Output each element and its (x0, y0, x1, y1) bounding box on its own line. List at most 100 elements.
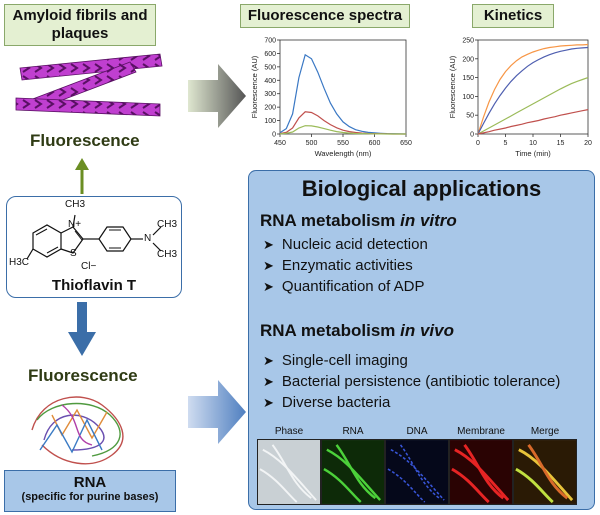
plot-frame (477, 39, 589, 135)
y-tick-label: 100 (264, 118, 276, 125)
kinetics-label: Kinetics (483, 7, 543, 24)
y-tick-label: 250 (462, 38, 474, 45)
y-tick-label: 150 (462, 75, 474, 82)
series-line-2 (477, 46, 589, 135)
series-line-1 (279, 53, 407, 135)
vivo-heading-text: RNA metabolism (260, 321, 396, 340)
micro-label-rna: RNA (342, 426, 364, 437)
arrow-to-spectra (188, 64, 246, 128)
vitro-item: ➤ Enzymatic activities (263, 257, 413, 274)
kinetics-label-box: Kinetics (472, 4, 554, 28)
plot-frame (279, 39, 407, 135)
arrowhead-icon: ➤ (263, 257, 274, 273)
vivo-heading-em: in vivo (400, 321, 454, 340)
series-line-3 (279, 125, 406, 135)
vitro-item-text: Enzymatic activities (281, 257, 413, 274)
arrowhead-icon: ➤ (263, 352, 274, 368)
y-tick-label: 200 (264, 105, 276, 112)
x-tick-label: 500 (306, 140, 318, 147)
spectra-label-box: Fluorescence spectra (240, 4, 410, 28)
arrow-to-bio (188, 380, 246, 444)
vitro-heading-em: in vitro (400, 211, 457, 230)
series-line-2 (279, 111, 406, 135)
y-tick-label: 200 (462, 56, 474, 63)
arrowhead-icon: ➤ (263, 236, 274, 252)
green-up-arrow (75, 158, 89, 194)
x-tick-label: 0 (476, 140, 480, 147)
vivo-item-text: Bacterial persistence (antibiotic tolera… (281, 373, 561, 390)
x-tick-label: 10 (529, 140, 537, 147)
series-line-4 (477, 109, 589, 135)
vivo-item: ➤ Bacterial persistence (antibiotic tole… (263, 373, 560, 390)
spectra-label: Fluorescence spectra (247, 7, 403, 24)
y-tick-label: 50 (466, 113, 474, 120)
y-tick-label: 100 (462, 94, 474, 101)
micro-image-merge (513, 439, 577, 505)
micro-image-membrane (449, 439, 513, 505)
label-ch3-r2: CH3 (157, 249, 178, 260)
label-h3c: H3C (9, 257, 30, 268)
series-line-1 (477, 43, 589, 135)
thioflavin-structure (26, 214, 162, 260)
rna-subtitle: (specific for purine bases) (21, 491, 159, 503)
arrowhead-icon: ➤ (263, 394, 274, 410)
micro-image-dna (385, 439, 449, 505)
label-cl: Cl− (81, 261, 97, 272)
micro-label-dna: DNA (406, 426, 428, 437)
x-axis-label: Wavelength (nm) (315, 149, 372, 158)
micro-label-merge: Merge (530, 426, 560, 437)
vitro-item: ➤ Nucleic acid detection (263, 236, 428, 253)
bio-panel: Biological applications RNA metabolism i… (248, 170, 595, 510)
fibril-1 (19, 53, 163, 81)
y-tick-label: 500 (264, 64, 276, 71)
vitro-item-text: Quantification of ADP (281, 278, 425, 295)
micro-label-phase: Phase (274, 426, 304, 437)
y-tick-label: 0 (272, 132, 276, 139)
label-n-plus: N+ (68, 219, 82, 230)
x-tick-label: 650 (400, 140, 412, 147)
x-tick-label: 450 (274, 140, 286, 147)
amyloid-label: Amyloid fibrils and plaques (12, 7, 148, 42)
thioflavin-box: CH3 N+ S H3C N CH3 CH3 Cl− Thioflavin T (6, 196, 182, 298)
label-n: N (144, 233, 152, 244)
vivo-item: ➤ Diverse bacteria (263, 394, 390, 411)
amyloid-label-box: Amyloid fibrils and plaques (4, 4, 156, 46)
micro-image-rna (321, 439, 385, 505)
label-s: S (70, 248, 77, 259)
vitro-item-text: Nucleic acid detection (281, 236, 428, 253)
vivo-item-text: Single-cell imaging (281, 352, 408, 369)
bio-title: Biological applications (301, 176, 542, 201)
micro-image-phase (257, 439, 321, 505)
fluorescence-top-label: Fluorescence (30, 131, 140, 150)
x-tick-label: 5 (504, 140, 508, 147)
arrowhead-icon: ➤ (263, 278, 274, 294)
vivo-item: ➤ Single-cell imaging (263, 352, 408, 369)
arrowhead-icon: ➤ (263, 373, 274, 389)
y-axis-label: Fluorescence (AU) (448, 55, 457, 118)
y-tick-label: 0 (470, 132, 474, 139)
blue-down-arrow (68, 302, 96, 356)
vitro-item: ➤ Quantification of ADP (263, 278, 425, 295)
label-ch3-top: CH3 (65, 199, 86, 210)
x-tick-label: 15 (557, 140, 565, 147)
micro-label-membrane: Membrane (457, 426, 505, 437)
rna-title: RNA (73, 474, 107, 491)
fibril-3 (15, 97, 161, 117)
vivo-heading: RNA metabolism in vivo (260, 321, 454, 341)
y-axis-label: Fluorescence (AU) (250, 55, 259, 118)
series-line-3 (477, 77, 589, 135)
rna-structure (31, 396, 124, 465)
thioflavin-name: Thioflavin T (51, 277, 137, 294)
y-tick-label: 300 (264, 91, 276, 98)
y-tick-label: 400 (264, 78, 276, 85)
label-ch3-r1: CH3 (157, 219, 178, 230)
amyloid-fibrils (15, 53, 163, 117)
fluorescence-bottom-label: Fluorescence (28, 366, 138, 385)
x-tick-label: 600 (369, 140, 381, 147)
rna-box: RNA (specific for purine bases) (4, 470, 176, 512)
y-tick-label: 700 (264, 38, 276, 45)
x-tick-label: 20 (584, 140, 592, 147)
x-tick-label: 550 (337, 140, 349, 147)
